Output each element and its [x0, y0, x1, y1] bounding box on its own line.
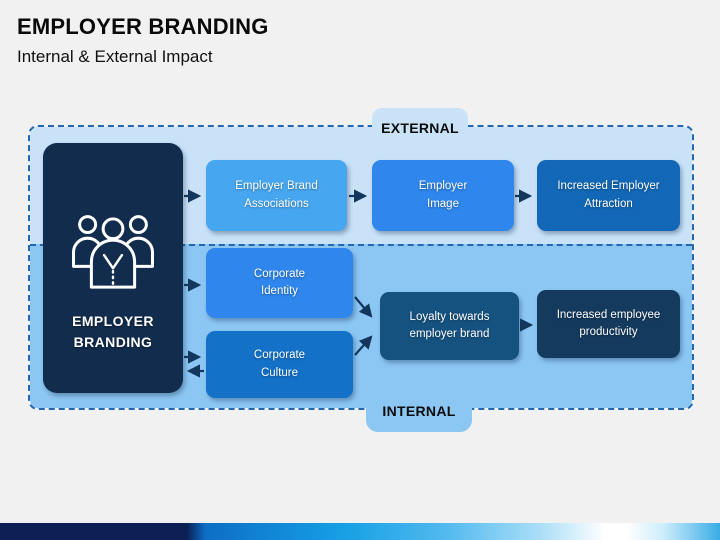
node-label: Increased Employer Attraction [557, 180, 660, 210]
node-label: Loyalty towards employer brand [409, 310, 490, 340]
internal-tab: INTERNAL [366, 394, 472, 432]
node-label: Corporate Culture [253, 349, 306, 379]
node-label: Employer Image [418, 180, 468, 210]
external-label: EXTERNAL [381, 120, 459, 136]
node-corporate-identity: Corporate Identity [206, 248, 353, 318]
employer-branding-label: EMPLOYER BRANDING [72, 313, 154, 350]
internal-label: INTERNAL [382, 403, 456, 419]
node-corporate-culture: Corporate Culture [206, 331, 353, 398]
page-subtitle: Internal & External Impact [17, 47, 213, 66]
node-employer-brand-associations: Employer Brand Associations [206, 160, 347, 231]
header: EMPLOYER BRANDING Internal & External Im… [17, 14, 269, 67]
node-increased-employee-productivity: Increased employee productivity [537, 290, 680, 358]
node-label: Corporate Identity [253, 267, 306, 297]
people-icon [72, 215, 154, 289]
node-loyalty-towards-employer-brand: Loyalty towards employer brand [380, 292, 519, 360]
node-label: Increased employee productivity [556, 308, 661, 338]
node-employer-image: Employer Image [372, 160, 514, 231]
page-title: EMPLOYER BRANDING [17, 14, 269, 39]
employer-branding-box: EMPLOYER BRANDING [43, 143, 183, 393]
external-tab: EXTERNAL [372, 108, 468, 144]
node-label: Employer Brand Associations [235, 180, 318, 210]
bottom-accent-bar [0, 523, 720, 540]
node-increased-employer-attraction: Increased Employer Attraction [537, 160, 680, 231]
